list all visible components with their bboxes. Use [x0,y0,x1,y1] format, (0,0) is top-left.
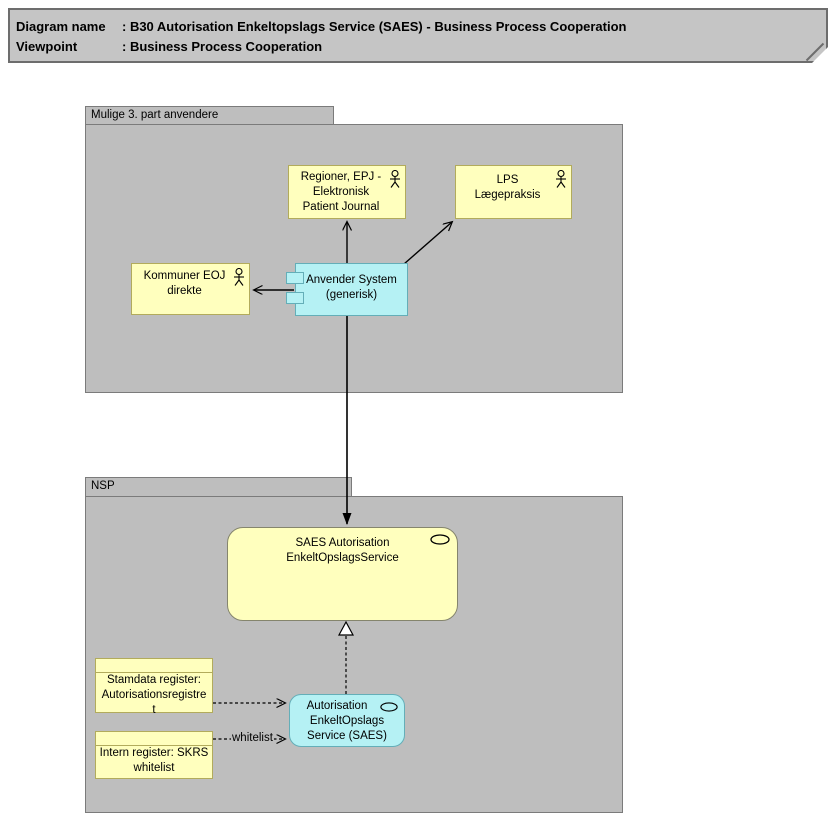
viewpoint-label: Viewpoint [16,39,78,54]
actor-icon [234,268,244,286]
node-label-line: Lægepraksis [474,189,541,201]
node-label-line: t [152,704,156,716]
title-row-viewpoint: Viewpoint : Business Process Cooperation [16,37,820,57]
node-stamdata-register[interactable]: Stamdata register: Autorisationsregistre… [95,658,213,716]
node-lps[interactable]: LPS Lægepraksis [455,165,572,219]
node-kommuner-eoj[interactable]: Kommuner EOJ direkte [131,263,250,315]
viewpoint-value: : Business Process Cooperation [122,39,323,54]
group-tab-nsp[interactable]: NSP [85,477,352,497]
node-label-line: Stamdata register: [107,674,201,686]
node-label-line: EnkeltOpslagsService [286,552,399,564]
service-icon [380,702,398,712]
node-label-line: SAES Autorisation [295,537,390,549]
group-label: NSP [91,480,115,492]
node-label-line: direkte [167,285,202,297]
node-label-line: (generisk) [325,289,378,301]
node-label-line: Kommuner EOJ [143,270,226,282]
data-object-strip [96,732,212,746]
node-label-line: Intern register: SKRS [99,747,209,759]
node-label-line: EnkeltOpslags [309,715,385,727]
title-label: Diagram name [16,19,106,34]
node-anvender-system[interactable]: Anvender System (generisk) [286,263,408,316]
node-label-line: Autorisationsregistre [101,689,207,701]
node-label-line: Autorisation [306,700,368,712]
node-label-line: Service (SAES) [307,730,387,742]
node-label-line: Regioner, EPJ - [300,171,382,183]
edge-label-whitelist: whitelist [231,731,274,746]
node-label-line: Anvender System [306,274,397,286]
node-label-line: Elektronisk [312,186,370,198]
edge-anvender-lps [403,222,452,265]
component-icon [286,292,304,304]
node-label-line: LPS [496,174,519,186]
node-regioner-epj[interactable]: Regioner, EPJ - Elektronisk Patient Jour… [288,165,406,219]
realization-triangle [337,620,355,636]
actor-icon [556,170,566,188]
node-intern-register[interactable]: Intern register: SKRS whitelist [95,731,213,779]
actor-icon [390,170,400,188]
group-label: Mulige 3. part anvendere [91,109,219,121]
title-value: : B30 Autorisation Enkeltopslags Service… [122,19,627,34]
diagram-title-note: Diagram name : B30 Autorisation Enkeltop… [8,8,828,63]
service-icon [430,534,450,545]
title-row-diagram-name: Diagram name : B30 Autorisation Enkeltop… [16,17,820,37]
node-label-line: whitelist [133,762,175,774]
node-saes-enkeltopslagsservice[interactable]: SAES Autorisation EnkeltOpslagsService [227,527,458,621]
node-label-line: Patient Journal [302,201,380,213]
data-object-strip [96,659,212,673]
node-autorisation-saes[interactable]: Autorisation EnkeltOpslags Service (SAES… [289,694,405,747]
component-icon [286,272,304,284]
